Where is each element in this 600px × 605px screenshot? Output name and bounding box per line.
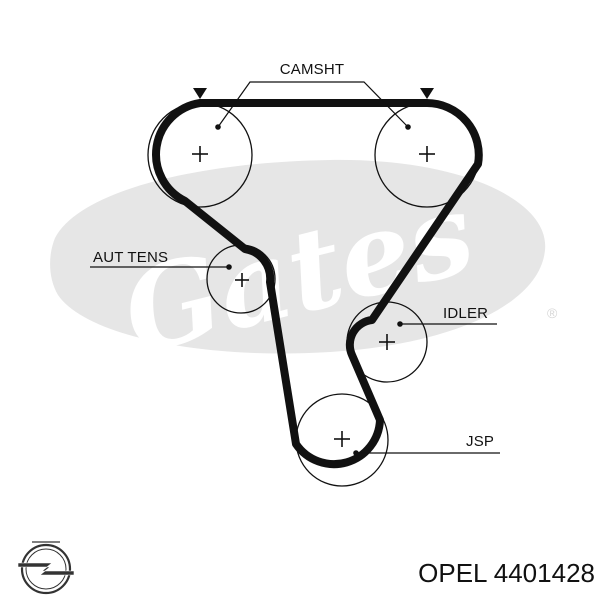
center-plus-icon [334, 431, 350, 447]
timing-mark-left-icon [193, 88, 207, 99]
auto-tensioner-label: AUT TENS [93, 249, 168, 266]
center-plus-icon [235, 273, 249, 287]
gates-watermark: Gates ® [50, 159, 558, 380]
timing-mark-right-icon [420, 88, 434, 99]
camshaft-leader [217, 81, 409, 128]
center-plus-icon [379, 334, 395, 350]
opel-logo [17, 541, 75, 595]
center-plus-icon [419, 146, 435, 162]
idler-label: IDLER [443, 305, 488, 322]
timing-belt [152, 99, 483, 469]
watermark-swoosh [50, 159, 546, 354]
crankshaft-label: JSP [466, 433, 494, 450]
center-plus-icon [192, 146, 208, 162]
leader-lines [90, 81, 500, 456]
camshaft-label: CAMSHT [280, 61, 345, 78]
pulley-centers [192, 146, 435, 447]
part-number: OPEL 4401428 [418, 558, 595, 588]
watermark-registered: ® [547, 305, 558, 321]
